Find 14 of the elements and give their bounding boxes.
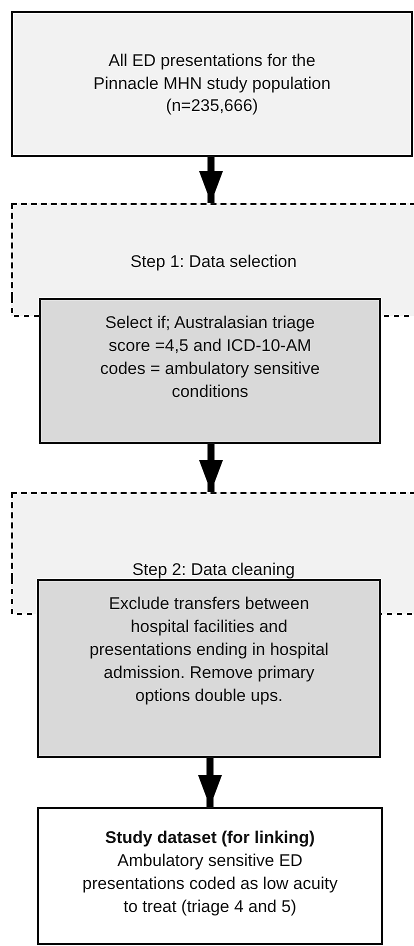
box-text: Exclude transfers between hospital facilities and presentations ending in hospital admission. Remove primary options double ups. — [89, 593, 329, 707]
process-box — [37, 579, 381, 758]
arrow — [198, 758, 222, 807]
box-text: Ambulatory sensitive ED presentations coded as low acuity to treat (triage 4 and 5) — [81, 850, 339, 918]
box-text: All ED presentations for the Pinnacle MHN study population (n=235,666) — [92, 50, 332, 118]
start-box — [11, 11, 413, 157]
arrow — [199, 157, 223, 203]
step-label: Step 2: Data cleaning — [132, 559, 295, 581]
process-box — [39, 298, 381, 444]
box-heading: Study dataset (for linking) — [105, 827, 315, 849]
arrow — [199, 444, 223, 492]
result-box — [37, 807, 383, 945]
step-label: Step 1: Data selection — [130, 251, 297, 273]
box-text: Select if; Australasian triage score =4,5 and ICD-10-AM codes = ambulatory sensitive conditions — [99, 312, 321, 403]
